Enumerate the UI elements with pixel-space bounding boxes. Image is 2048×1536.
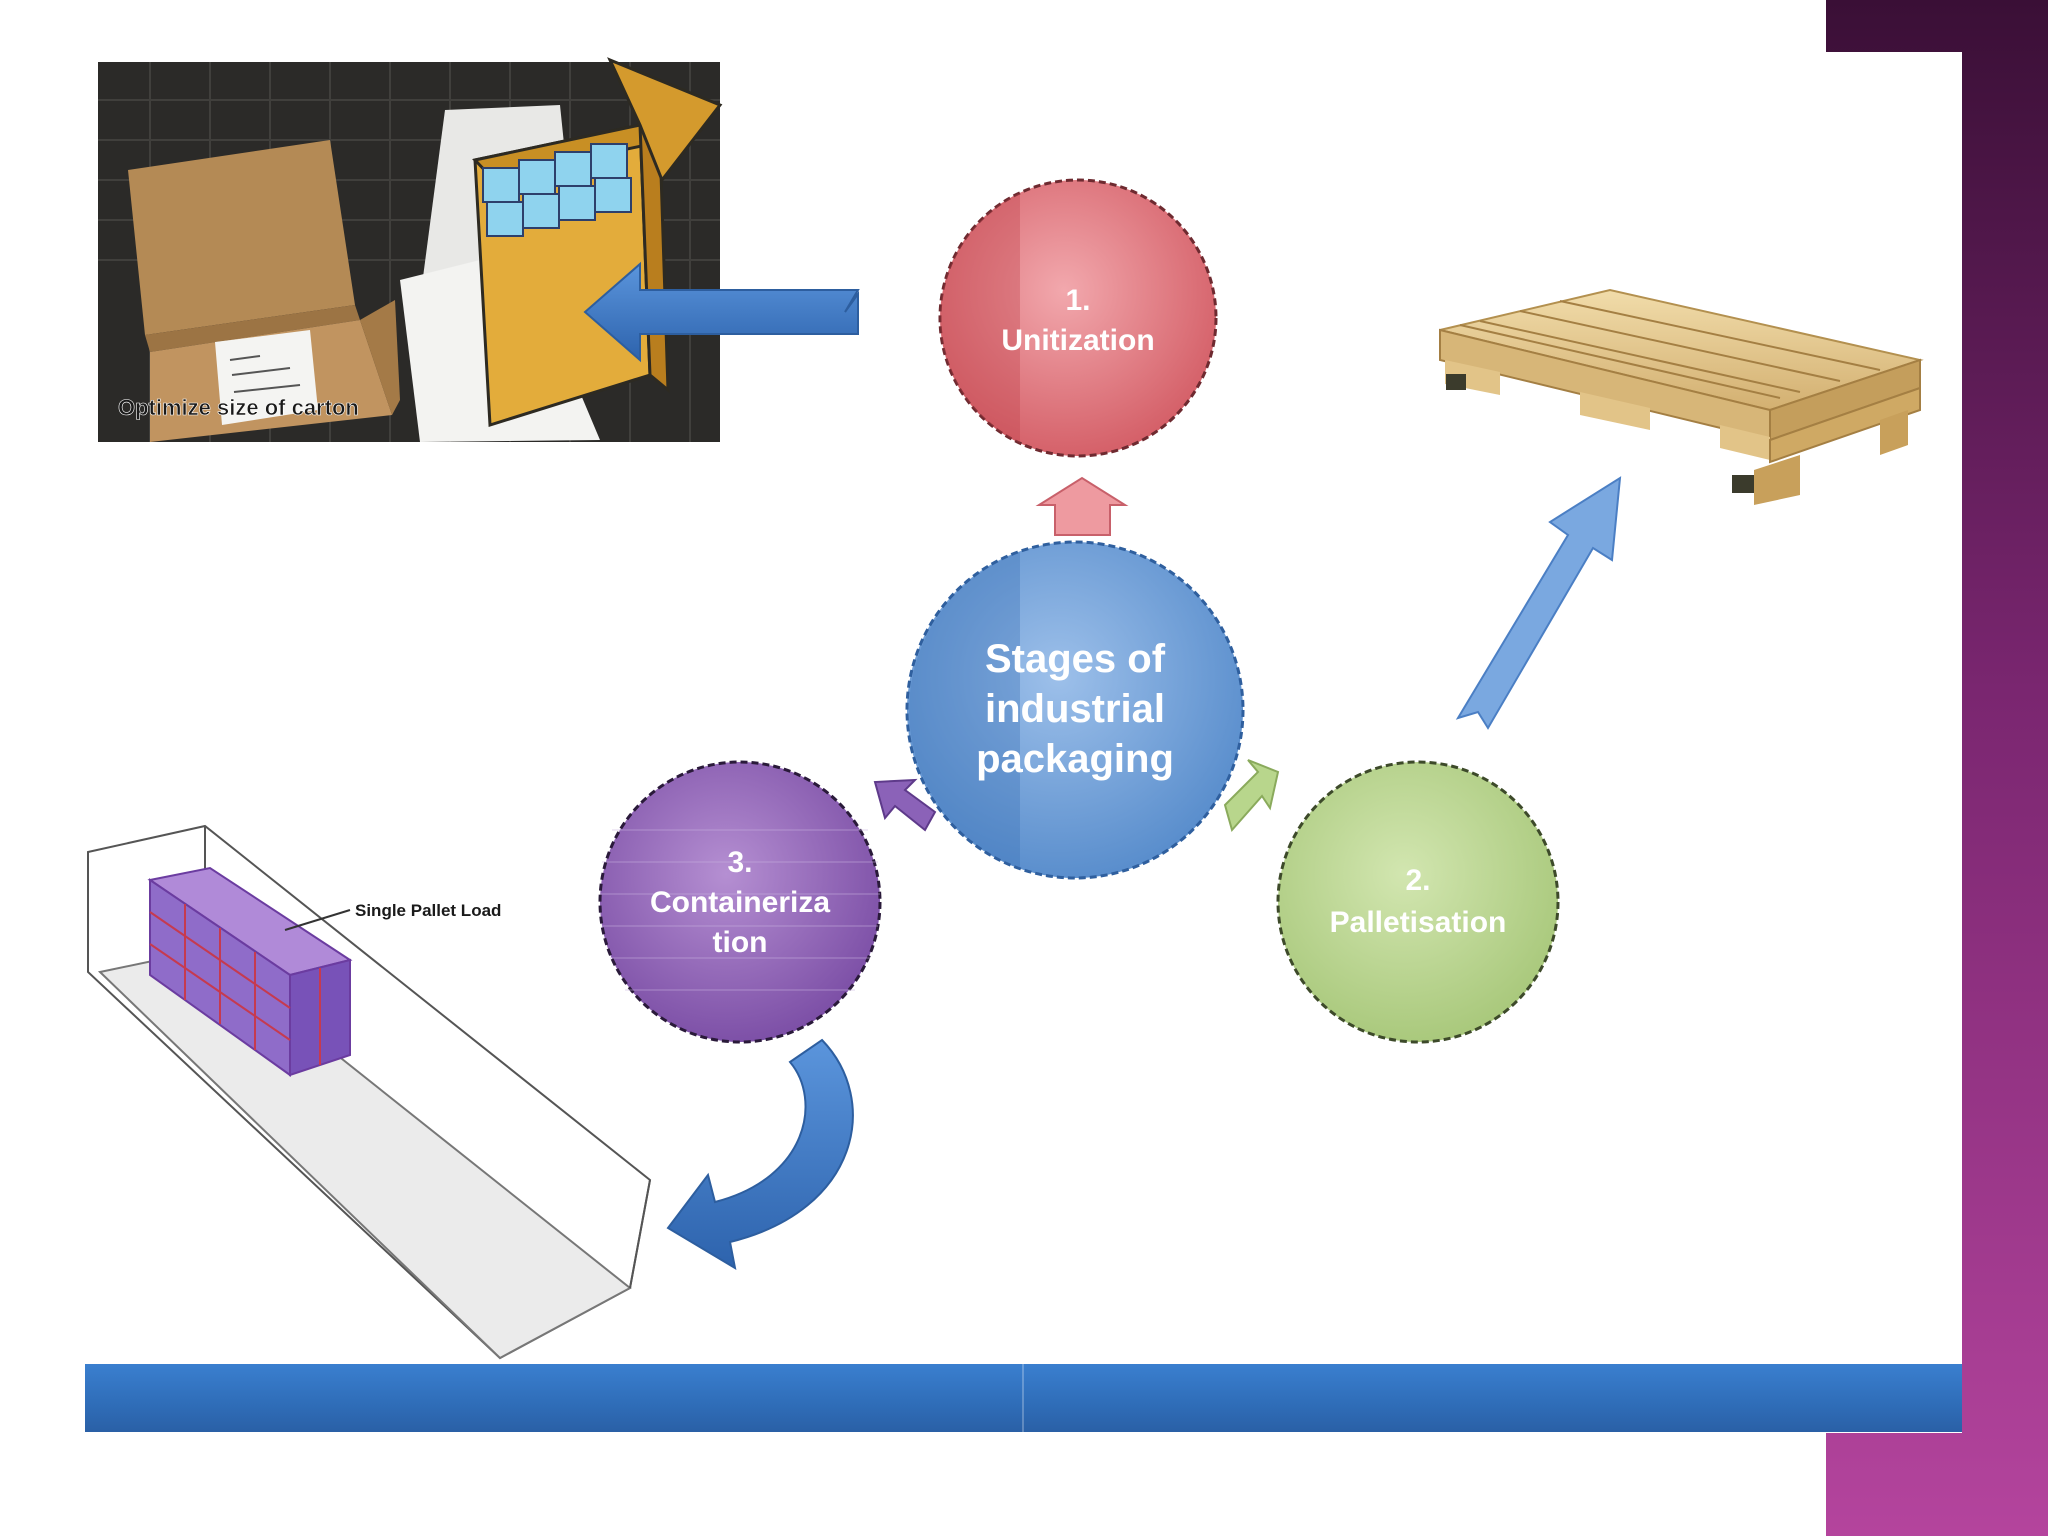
arrow-to-carton	[583, 261, 860, 363]
stage3-label-line2: tion	[713, 926, 768, 959]
carton-photo: Optimize size of carton	[98, 57, 723, 442]
arrow-center-to-stage2	[1223, 759, 1280, 833]
stage1-number: 1.	[1065, 284, 1090, 317]
arrow-center-to-stage1	[1035, 476, 1129, 536]
stage3-label-line1: Containeriza	[650, 886, 830, 919]
stage1-circle: 1. Unitization	[938, 178, 1218, 458]
footer-divider	[1022, 1364, 1024, 1432]
arrow-to-pallet	[1455, 476, 1622, 730]
carton-caption: Optimize size of carton	[118, 395, 359, 420]
center-circle: Stages of industrial packaging	[905, 540, 1245, 880]
container-label: Single Pallet Load	[355, 901, 501, 920]
wooden-pallet-image	[1439, 288, 1924, 505]
stage2-number: 2.	[1405, 864, 1430, 897]
center-title-line1: Stages of	[985, 637, 1166, 681]
stage2-circle: 2. Palletisation	[1276, 760, 1560, 1044]
center-title-line2: industrial	[985, 687, 1165, 731]
center-title-line3: packaging	[976, 737, 1174, 781]
footer-bar	[85, 1364, 1962, 1432]
stage3-circle: 3. Containeriza tion	[598, 760, 882, 1044]
arrow-to-container	[666, 1038, 854, 1271]
stage1-label: Unitization	[1001, 324, 1154, 357]
stage2-label: Palletisation	[1330, 906, 1507, 939]
arrow-center-to-stage3	[873, 778, 937, 832]
shipping-container-image: Single Pallet Load	[87, 824, 652, 1360]
stage3-number: 3.	[727, 846, 752, 879]
